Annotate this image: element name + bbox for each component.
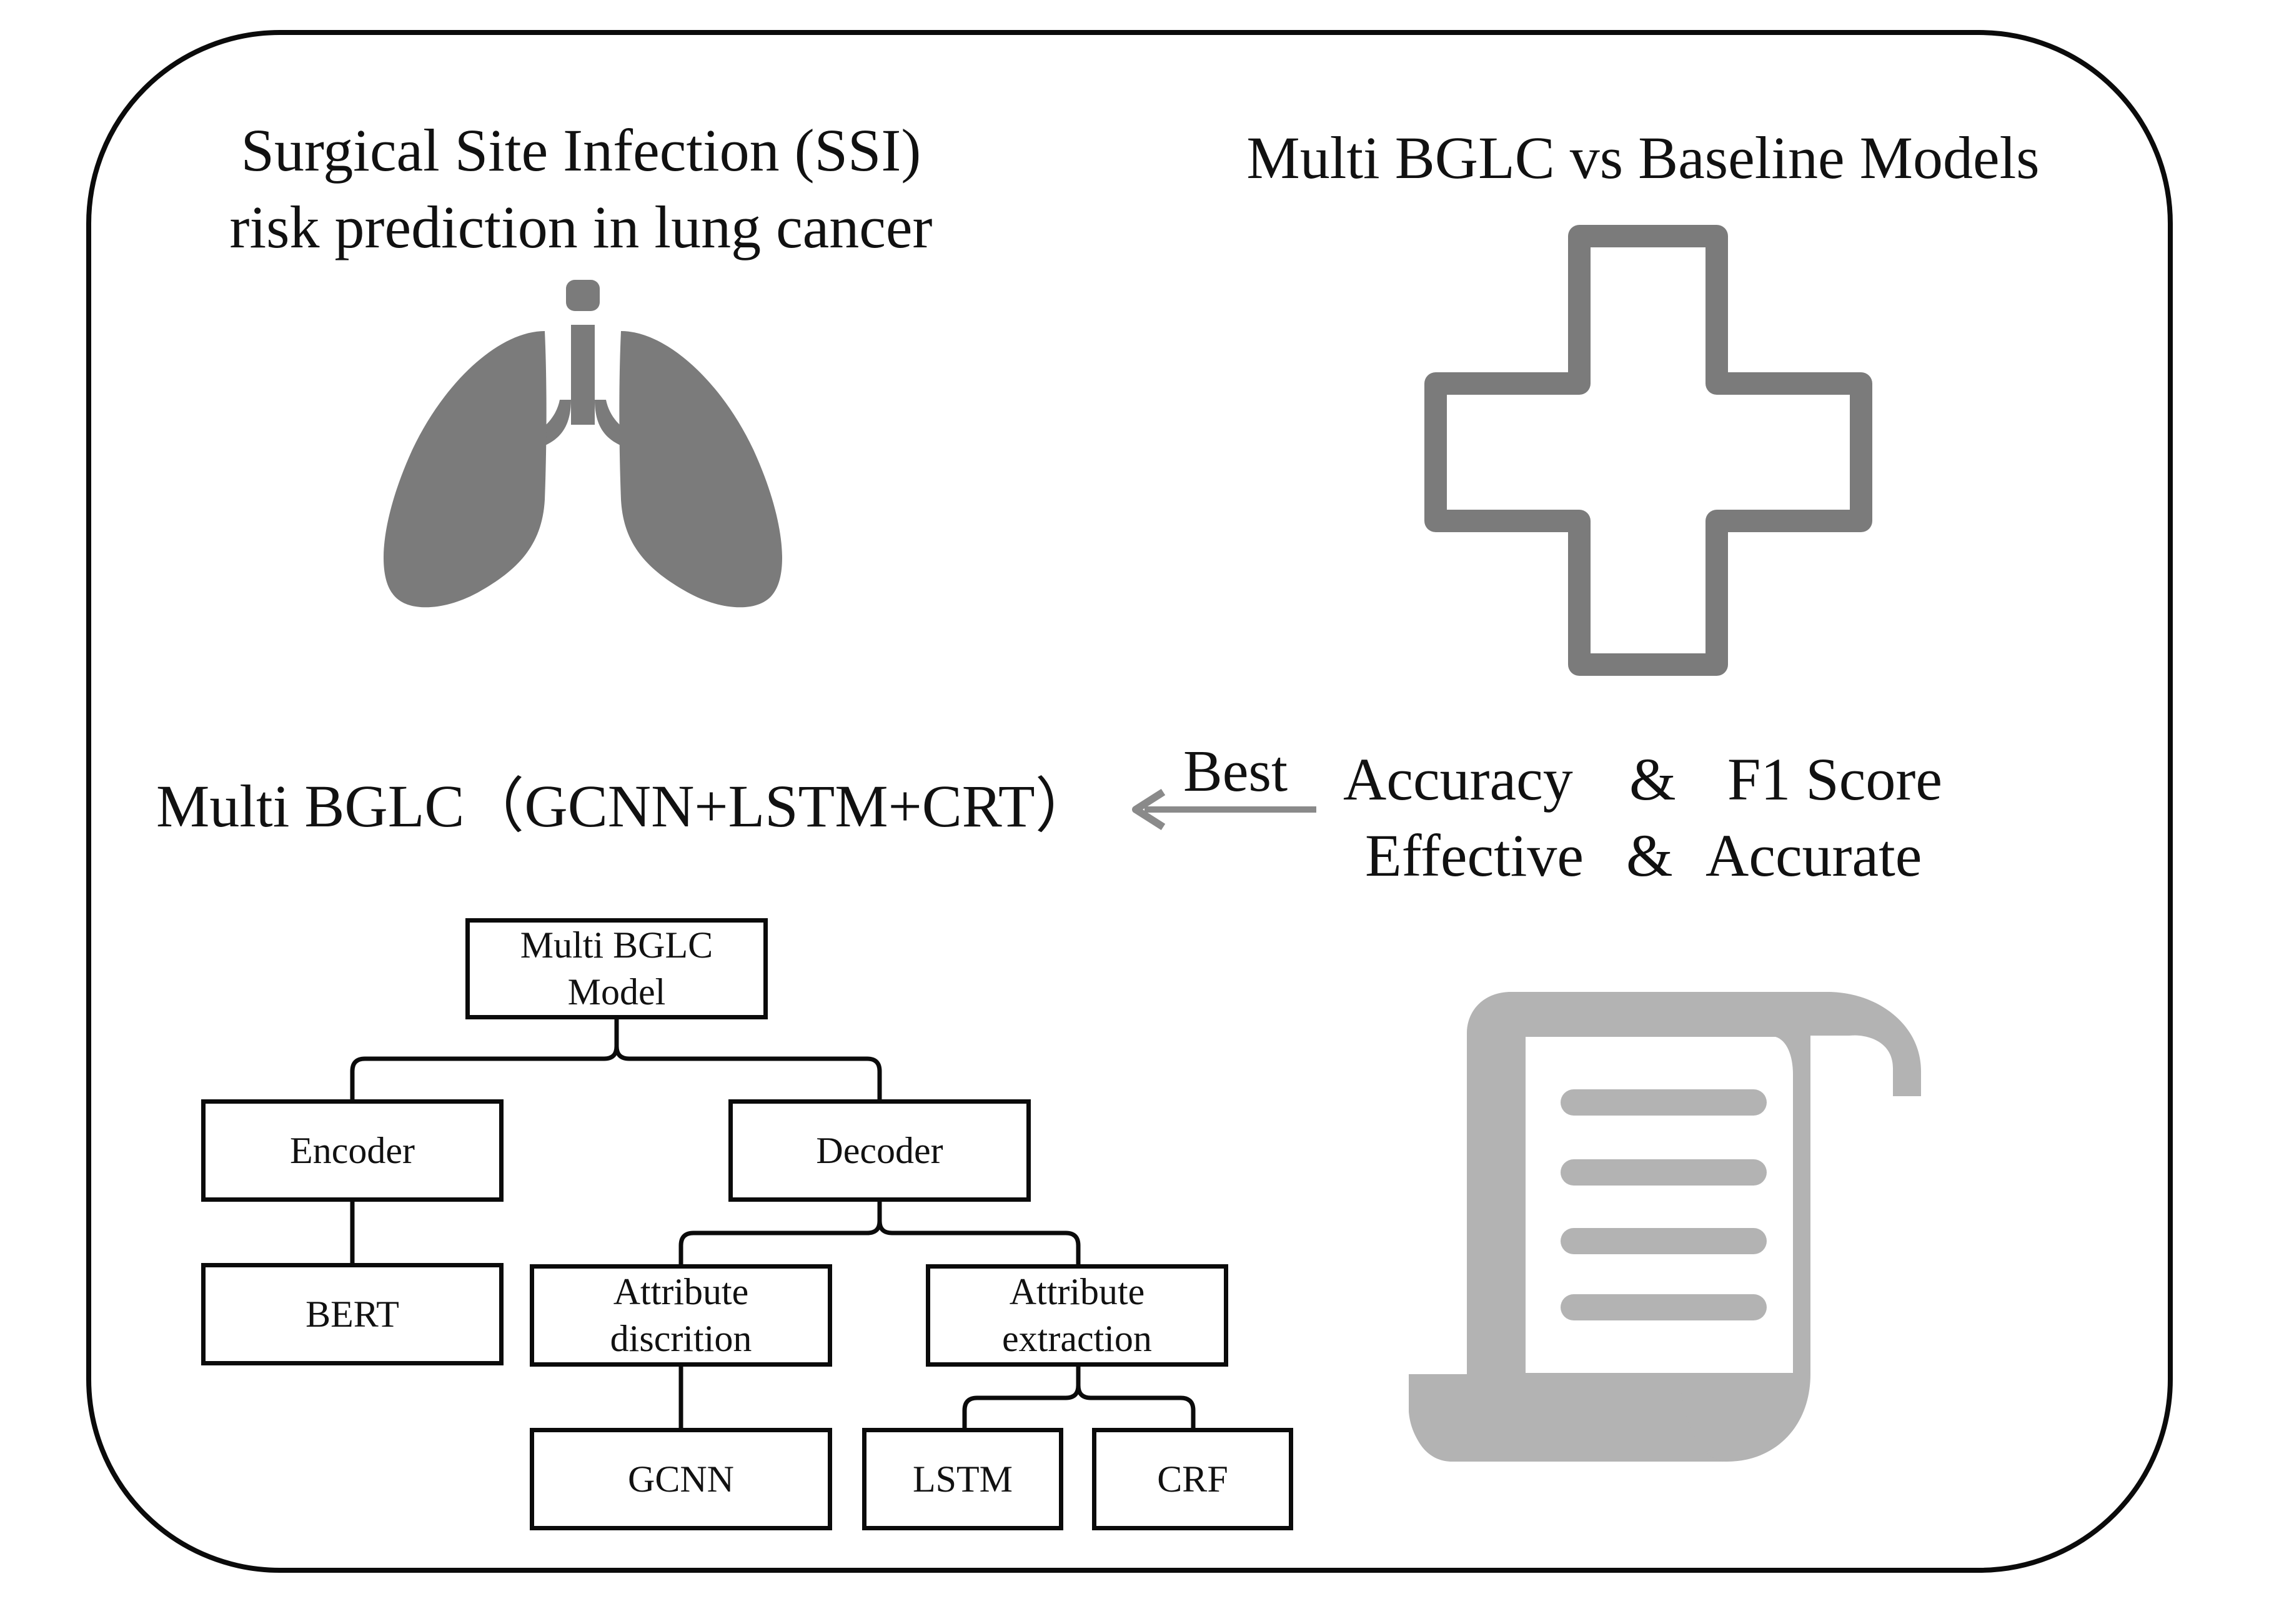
comparison-title: Multi BGLC vs Baseline Models xyxy=(1246,124,2040,191)
gcnn-box: GCNN xyxy=(530,1428,832,1530)
bert-label: BERT xyxy=(305,1293,399,1335)
attribute-description-line2: discrition xyxy=(610,1318,752,1359)
metric-amp-1: & xyxy=(1629,746,1676,813)
attribute-extraction-line1: Attribute xyxy=(1009,1271,1145,1312)
attribute-description-box: Attribute discrition xyxy=(530,1264,832,1367)
document-scroll-icon xyxy=(1409,992,1921,1462)
bert-box: BERT xyxy=(201,1263,504,1365)
metric-accurate: Accurate xyxy=(1706,822,1922,889)
attribute-extraction-line2: extraction xyxy=(1002,1318,1152,1359)
crf-box: CRF xyxy=(1092,1428,1293,1530)
lstm-label: LSTM xyxy=(912,1458,1013,1500)
left-arrow xyxy=(1132,788,1316,831)
medical-cross-icon xyxy=(1424,225,1872,676)
model-label: Multi BGLC（GCNN+LSTM+CRT） xyxy=(156,773,1095,839)
metric-amp-2: & xyxy=(1626,822,1673,889)
tree-connectors xyxy=(350,1018,1196,1429)
rounded-frame xyxy=(86,30,2173,1573)
metric-effective: Effective xyxy=(1365,822,1584,889)
encoder-label: Encoder xyxy=(290,1129,415,1171)
metric-accuracy: Accuracy xyxy=(1343,746,1573,813)
crf-label: CRF xyxy=(1157,1458,1228,1500)
arrow-label-best: Best xyxy=(1183,739,1288,804)
decoder-label: Decoder xyxy=(816,1129,943,1171)
tree-root-box: Multi BGLC Model xyxy=(465,918,768,1019)
decoder-box: Decoder xyxy=(728,1099,1031,1202)
ssi-title-line1: Surgical Site Infection (SSI) xyxy=(241,117,921,184)
lstm-box: LSTM xyxy=(862,1428,1063,1530)
lungs-icon xyxy=(384,280,782,608)
tree-root-line2: Model xyxy=(567,971,666,1013)
attribute-extraction-box: Attribute extraction xyxy=(926,1264,1228,1367)
ssi-title-line2: risk prediction in lung cancer xyxy=(229,194,933,260)
metric-f1-score: F1 Score xyxy=(1727,746,1942,813)
attribute-description-line1: Attribute xyxy=(613,1271,749,1312)
tree-root-line1: Multi BGLC xyxy=(520,924,713,966)
gcnn-label: GCNN xyxy=(627,1458,734,1500)
encoder-box: Encoder xyxy=(201,1099,504,1202)
